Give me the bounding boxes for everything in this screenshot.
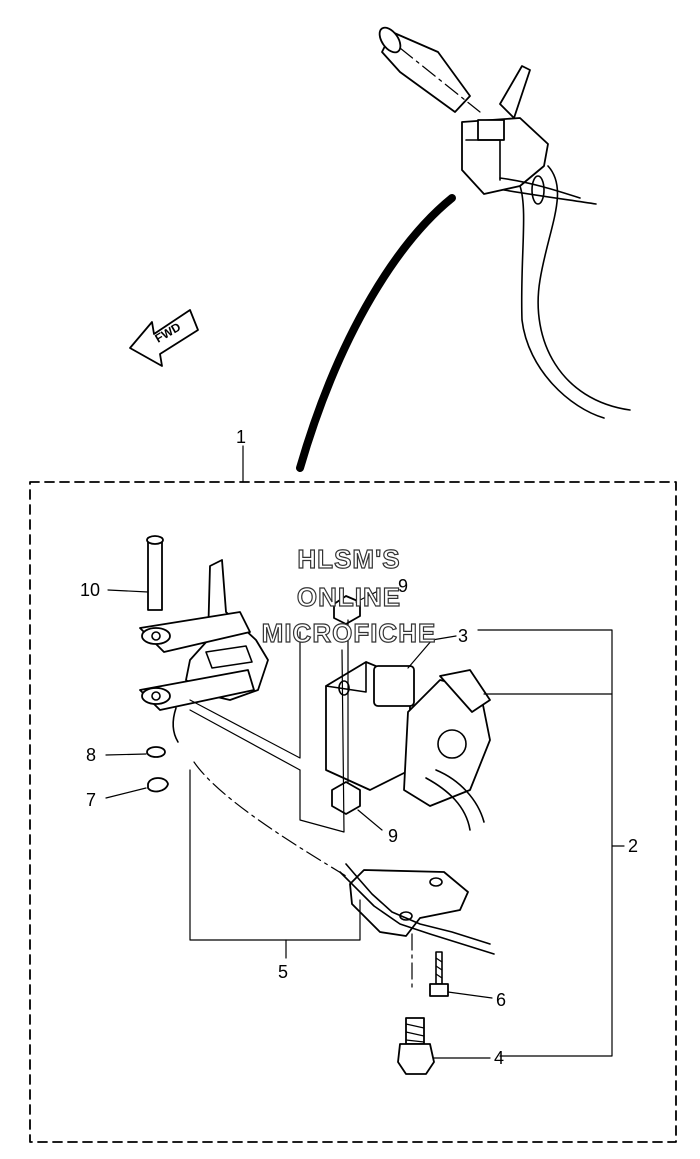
callout-8-leader (105, 753, 147, 756)
assembly-boundary (29, 481, 677, 1143)
callout-4: 4 (494, 1048, 504, 1068)
callout-6: 6 (496, 990, 506, 1010)
assembly-guide-lines (189, 619, 349, 877)
callout-10: 10 (80, 580, 100, 600)
part-7-clip (147, 777, 169, 793)
part-5-lever-bracket (139, 559, 269, 743)
callout-9-lower-leader (357, 809, 383, 831)
callout-5: 5 (278, 962, 288, 982)
callout-9-lower: 9 (388, 826, 398, 846)
part-4-bolt (397, 1017, 435, 1075)
callout-1: 1 (236, 427, 246, 447)
callout-2: 2 (628, 836, 638, 856)
callout-9-upper-leader (355, 591, 377, 603)
part-9-lower-nut (331, 781, 361, 815)
part-8-washer (146, 746, 166, 758)
part-6-screw (429, 951, 449, 997)
part-10-pin (146, 535, 164, 611)
callout-10-leader (107, 589, 149, 593)
watermark: HLSM'S ONLINE MICROFICHE (261, 543, 437, 648)
fwd-arrow-icon: FWD (129, 309, 199, 367)
callout-6-leader (447, 991, 493, 999)
assembly-pointer-curve (296, 194, 456, 472)
part-lower-switch (339, 863, 495, 993)
callout-5-bracket (189, 769, 361, 941)
part-9-upper-nut (333, 595, 361, 625)
callout-7-leader (105, 787, 147, 799)
watermark-line-1: HLSM'S (297, 544, 400, 574)
watermark-line-2: ONLINE (297, 582, 401, 612)
watermark-line-3: MICROFICHE (262, 618, 437, 648)
callout-3: 3 (458, 626, 468, 646)
callout-2-bracket (477, 629, 613, 1057)
callout-3-leader (407, 635, 457, 669)
handlebar-illustration (378, 26, 631, 419)
callout-9-upper: 9 (398, 576, 408, 596)
callout-8: 8 (86, 745, 96, 765)
part-3-switch (325, 661, 491, 831)
callout-7: 7 (86, 790, 96, 810)
